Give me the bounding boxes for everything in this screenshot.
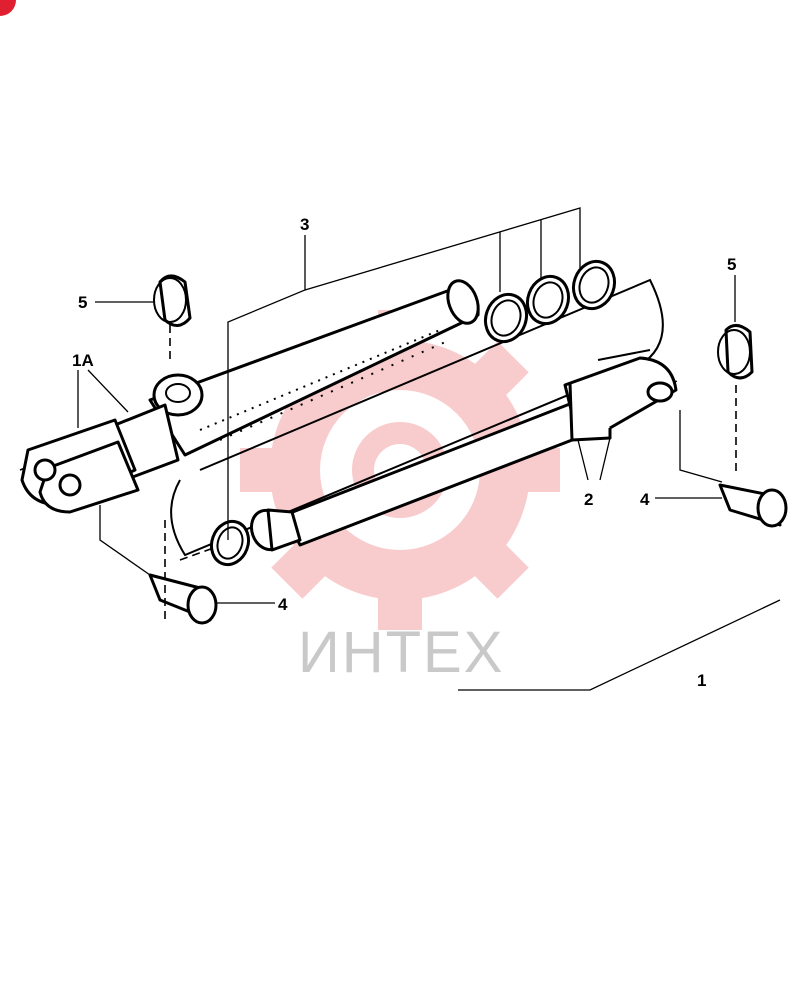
callout-5-left: 5: [78, 293, 87, 312]
watermark-text: ИНТЕХ: [298, 620, 504, 685]
callout-1a: 1A: [72, 351, 94, 370]
callout-4-right: 4: [640, 490, 650, 509]
lynch-pin-left: [153, 274, 192, 360]
leader-lines: [77, 207, 781, 691]
clevis-pin-left: [148, 520, 218, 625]
cylinder-body: [19, 279, 480, 514]
watermark-logo: [240, 310, 560, 630]
callout-4-left: 4: [278, 595, 288, 614]
lynch-pin-right: [717, 324, 754, 475]
callout-2: 2: [584, 490, 593, 509]
callout-1: 1: [697, 671, 706, 690]
clevis-pin-right: [718, 483, 788, 528]
piston-rod: [170, 278, 681, 561]
callout-3: 3: [300, 215, 309, 234]
seal-rings: [209, 259, 617, 567]
corner-badge: [0, 0, 16, 16]
callout-5-right: 5: [727, 255, 736, 274]
